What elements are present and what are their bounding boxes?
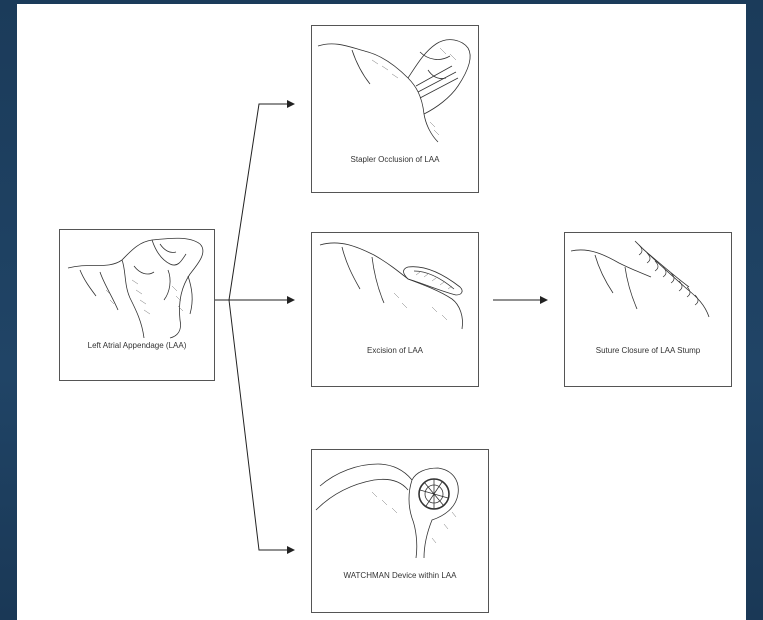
excision-illustration xyxy=(319,242,463,330)
arrow-to-watchman xyxy=(228,299,295,554)
node-stapler-occlusion: Stapler Occlusion of LAA xyxy=(311,25,479,193)
diagram-canvas: Left Atrial Appendage (LAA) Stapler Occl xyxy=(17,4,746,620)
node-caption: WATCHMAN Device within LAA xyxy=(343,571,457,580)
node-caption: Excision of LAA xyxy=(366,346,424,355)
node-left-atrial-appendage: Left Atrial Appendage (LAA) xyxy=(59,229,215,381)
node-caption: Stapler Occlusion of LAA xyxy=(350,155,440,164)
node-excision: Excision of LAA xyxy=(311,232,479,387)
node-suture-closure: Suture Closure of LAA Stump xyxy=(564,232,732,387)
node-watchman-device: WATCHMAN Device within LAA xyxy=(311,449,489,613)
arrow-to-stapler xyxy=(228,100,295,301)
left-atrial-appendage-illustration xyxy=(67,237,204,339)
connector-arrows xyxy=(215,100,548,554)
watchman-device-illustration xyxy=(315,463,459,559)
suture-closure-illustration xyxy=(570,240,710,318)
node-caption: Left Atrial Appendage (LAA) xyxy=(87,341,187,350)
node-caption: Suture Closure of LAA Stump xyxy=(595,346,701,355)
stapler-occlusion-illustration xyxy=(317,39,471,143)
